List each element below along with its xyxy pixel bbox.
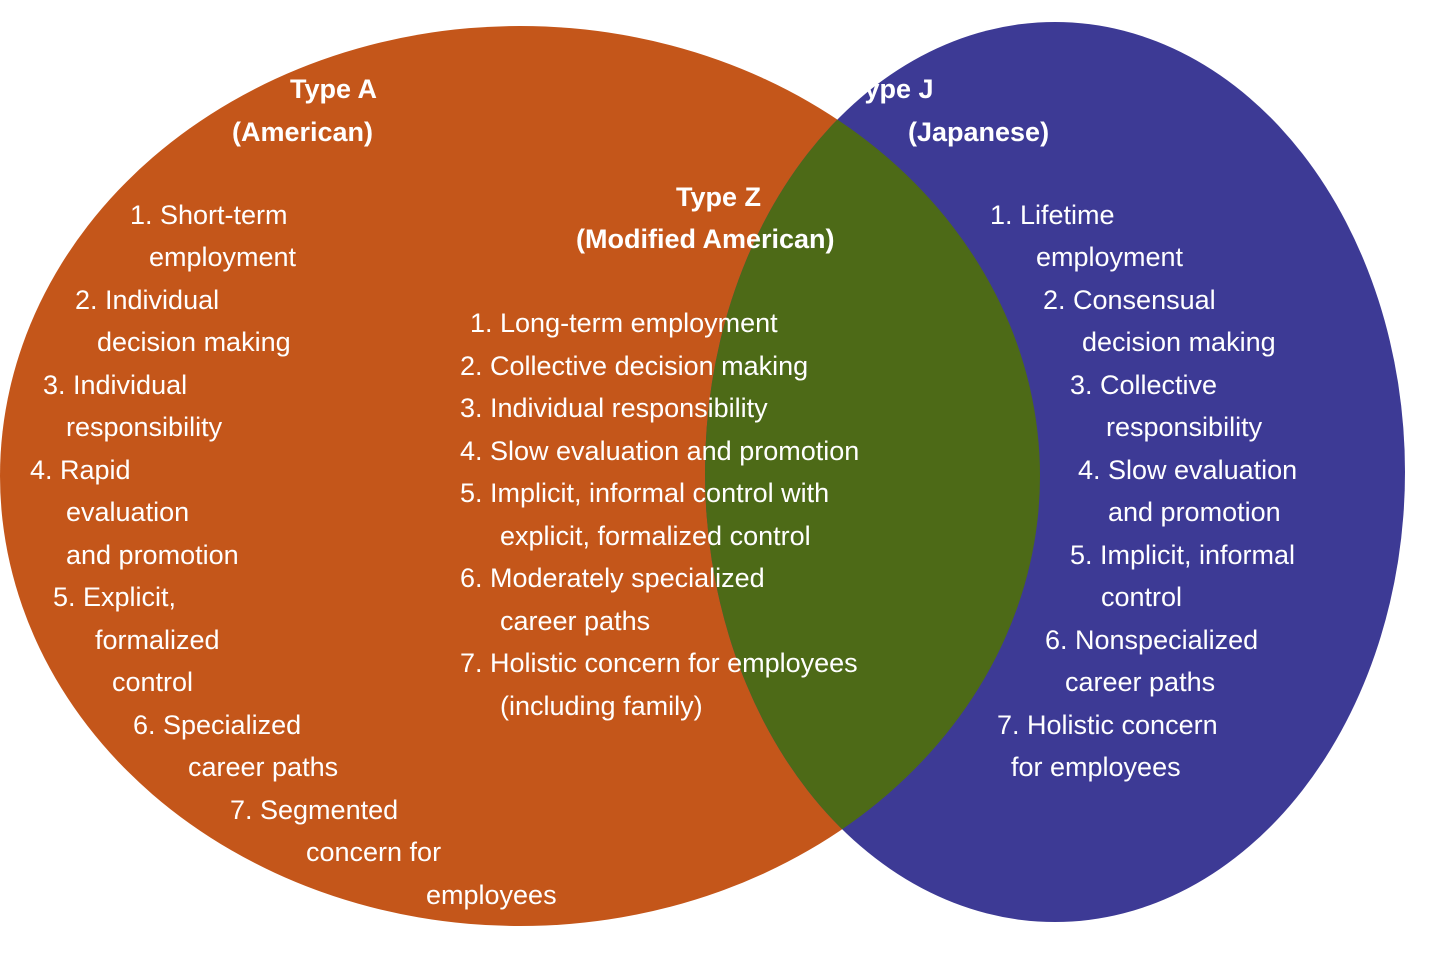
- type-a-item-line: 1. Short-term: [130, 200, 288, 230]
- type-a-item-line: employment: [149, 242, 297, 272]
- type-j-item-line: employment: [1036, 242, 1184, 272]
- type-j-item-line: 6. Nonspecialized: [1045, 625, 1259, 655]
- type-a-item-line: 5. Explicit,: [53, 582, 177, 612]
- type-a-item-line: evaluation: [66, 497, 190, 527]
- type-z-item-line: 4. Slow evaluation and promotion: [460, 436, 860, 466]
- type-z-item-line: 3. Individual responsibility: [460, 393, 768, 423]
- type-j-item-line: and promotion: [1108, 497, 1281, 527]
- type-a-item-line: career paths: [188, 752, 339, 782]
- type-j-title: Type J: [850, 74, 934, 104]
- type-a-item-line: formalized: [95, 625, 220, 655]
- type-z-item-line: 5. Implicit, informal control with: [460, 478, 830, 508]
- type-j-item-line: 5. Implicit, informal: [1070, 540, 1296, 570]
- type-z-item-line: 7. Holistic concern for employees: [460, 648, 858, 678]
- type-a-item-line: 2. Individual: [75, 285, 220, 315]
- type-a-item-line: 3. Individual: [43, 370, 188, 400]
- type-z-item-line: 2. Collective decision making: [460, 351, 809, 381]
- type-z-item-line: 1. Long-term employment: [470, 308, 778, 338]
- type-a-item-line: 7. Segmented: [230, 795, 399, 825]
- type-j-item-line: 7. Holistic concern: [997, 710, 1218, 740]
- type-j-item-line: responsibility: [1106, 412, 1263, 442]
- type-a-item-line: control: [112, 667, 194, 697]
- type-z-item-line: (including family): [500, 691, 703, 721]
- type-a-item-line: and promotion: [66, 540, 239, 570]
- type-z-subtitle: (Modified American): [576, 224, 835, 254]
- type-j-item-line: for employees: [1011, 752, 1181, 782]
- type-j-item-line: decision making: [1082, 327, 1276, 357]
- type-j-item-line: 2. Consensual: [1043, 285, 1216, 315]
- type-z-item-line: explicit, formalized control: [500, 521, 811, 551]
- type-z-item-line: career paths: [500, 606, 651, 636]
- type-j-subtitle: (Japanese): [908, 117, 1050, 147]
- type-j-item-line: 1. Lifetime: [990, 200, 1115, 230]
- type-z-item-line: 6. Moderately specialized: [460, 563, 765, 593]
- type-a-item-line: concern for: [306, 837, 442, 867]
- type-a-item-line: employees: [426, 880, 557, 910]
- type-a-subtitle: (American): [232, 117, 374, 147]
- type-j-item-line: 3. Collective: [1070, 370, 1218, 400]
- type-a-item-line: responsibility: [66, 412, 223, 442]
- type-j-item-line: career paths: [1065, 667, 1216, 697]
- type-a-item-line: decision making: [97, 327, 291, 357]
- type-a-title: Type A: [290, 74, 378, 104]
- type-j-item-line: control: [1101, 582, 1183, 612]
- type-j-item-line: 4. Slow evaluation: [1078, 455, 1298, 485]
- type-z-overlap: [705, 26, 1040, 922]
- type-a-item-line: 4. Rapid: [30, 455, 131, 485]
- type-a-item-line: 6. Specialized: [133, 710, 302, 740]
- type-z-title: Type Z: [676, 182, 762, 212]
